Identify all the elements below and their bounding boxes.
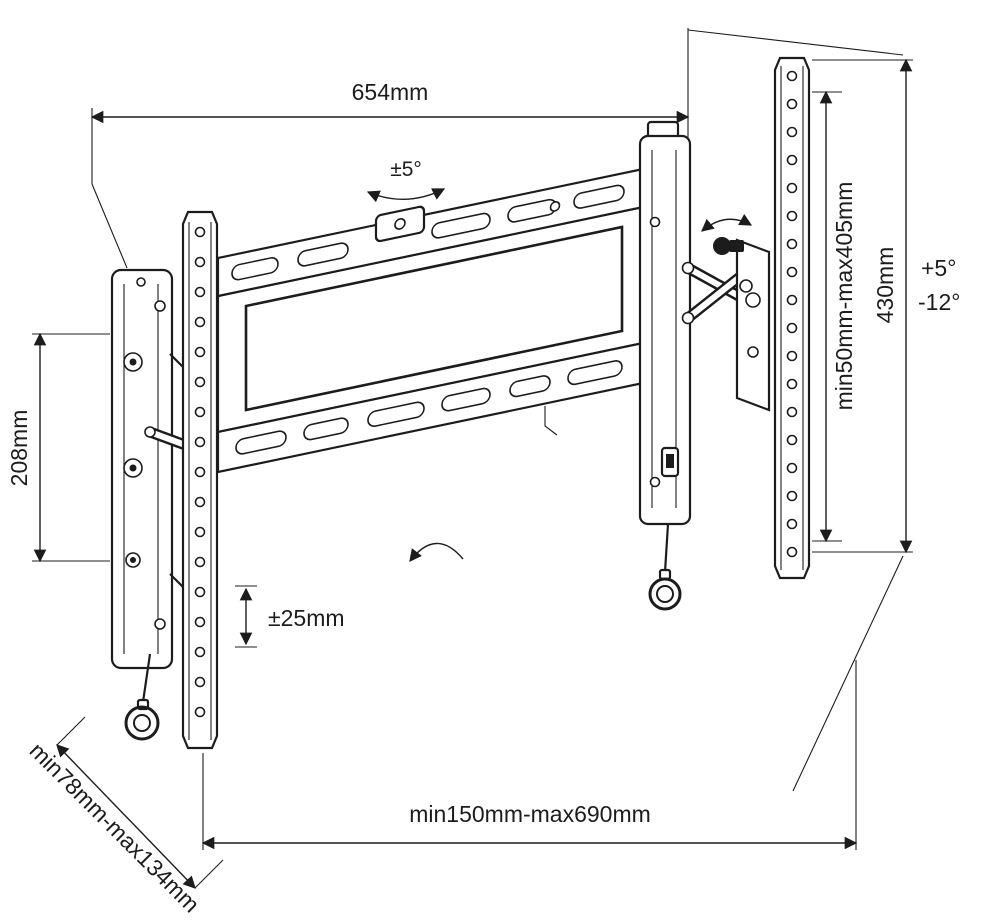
link-plate	[735, 238, 771, 412]
dim-top-width-label: 654mm	[352, 79, 429, 105]
safety-hook	[544, 406, 558, 436]
dim-vertical-shift-label: ±25mm	[268, 605, 345, 631]
tilt-motion-arrow	[409, 542, 464, 563]
tilt-down-label: -12°	[918, 289, 960, 315]
right-vesa-rail	[773, 56, 811, 580]
dim-left-height-label: 208mm	[6, 410, 32, 487]
right-tilt-bracket	[638, 120, 771, 611]
wall-plane-outline	[91, 29, 904, 792]
dim-bottom-range-label: min150mm-max690mm	[409, 801, 651, 827]
left-pull-ring	[124, 705, 160, 741]
left-pull-cord	[141, 653, 152, 703]
left-tilt-bracket	[110, 268, 194, 741]
left-vesa-rail	[181, 210, 219, 750]
tilt-arc-arrow	[366, 188, 446, 203]
tilt-up-label: +5°	[921, 255, 956, 281]
dim-depth-range-label: min78mm-max134mm	[25, 737, 205, 917]
tension-knob	[713, 237, 731, 255]
tilt-angle-arc	[701, 213, 753, 232]
right-vesa-holes	[786, 70, 798, 558]
upper-rail-slots	[231, 184, 625, 281]
wall-plate-upper-rail	[216, 166, 650, 298]
dim-right-total-height-label: 430mm	[872, 247, 898, 324]
left-vesa-holes	[194, 226, 206, 718]
dim-right-hole-range-label: min50mm-max405mm	[831, 182, 857, 411]
right-pull-ring	[648, 577, 682, 611]
wall-plate-lower-rail	[216, 340, 650, 474]
dim-top-tilt-label: ±5°	[390, 158, 422, 181]
right-pull-cord	[663, 523, 670, 573]
lower-rail-slots	[235, 360, 623, 455]
